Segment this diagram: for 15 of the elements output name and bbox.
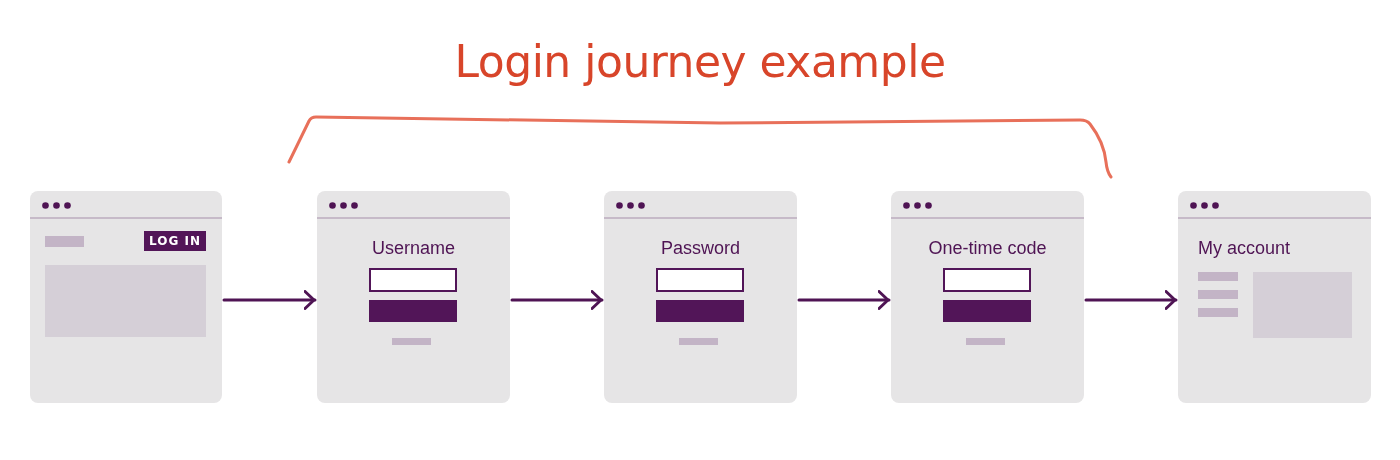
- browser-window: [30, 191, 222, 403]
- screen-heading: One-time code: [928, 237, 1047, 259]
- browser-window: [891, 191, 1084, 403]
- screen-heading: My account: [1198, 237, 1291, 259]
- arrow: [1084, 290, 1178, 310]
- browser-window: [604, 191, 797, 403]
- screen-heading: Username: [372, 237, 455, 259]
- arrow: [222, 290, 317, 310]
- browser-window: [317, 191, 510, 403]
- login-button: LOG IN: [144, 231, 206, 251]
- arrow: [510, 290, 604, 310]
- arrow: [797, 290, 891, 310]
- screen-heading: Password: [661, 237, 740, 259]
- diagram-title: Login journey example: [454, 36, 946, 88]
- browser-window: [1178, 191, 1371, 403]
